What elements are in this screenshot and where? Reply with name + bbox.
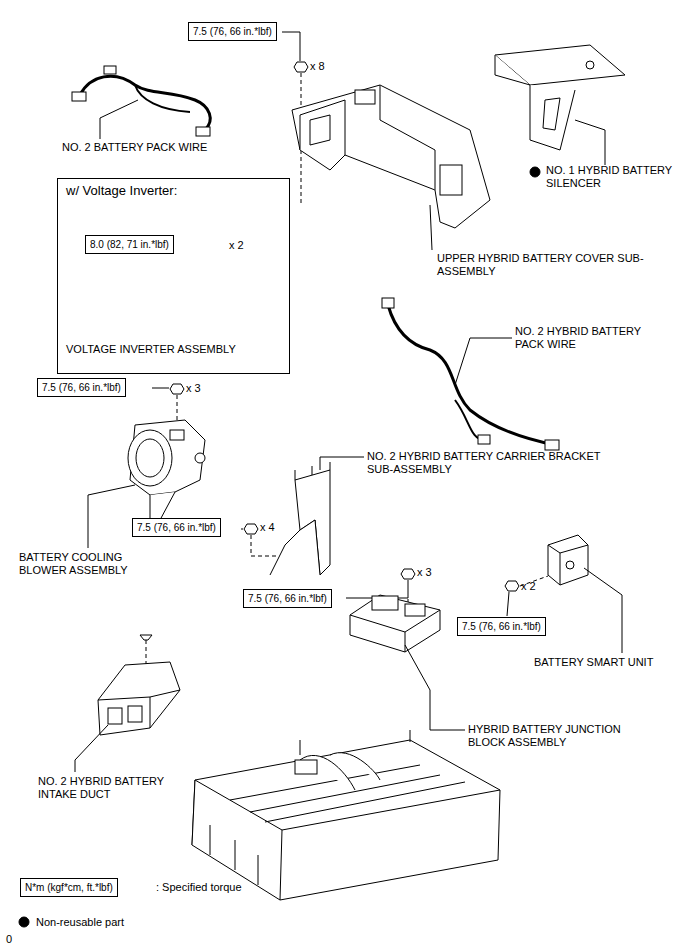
part-name: VOLTAGE INVERTER ASSEMBLY bbox=[66, 343, 236, 356]
legend-text: Non-reusable part bbox=[36, 916, 124, 929]
battery-smart-unit bbox=[548, 535, 588, 585]
figure-id: 0 bbox=[6, 933, 12, 946]
torque-value: N*m (kgf*cm, ft.*lbf) bbox=[25, 881, 113, 894]
part-name: NO. 2 BATTERY PACK WIRE bbox=[62, 141, 207, 154]
cooling-blower bbox=[128, 420, 205, 520]
quantity: x 4 bbox=[260, 521, 275, 534]
torque-value: 8.0 (82, 71 in.*lbf) bbox=[90, 238, 169, 251]
part-name: HYBRID BATTERY JUNCTION BLOCK ASSEMBLY bbox=[468, 723, 653, 749]
torque-box: 7.5 (76, 66 in.*lbf) bbox=[188, 22, 277, 41]
part-name: UPPER HYBRID BATTERY COVER SUB-ASSEMBLY bbox=[437, 252, 649, 278]
junction-block bbox=[350, 595, 440, 652]
battery-pack bbox=[192, 730, 500, 900]
quantity: x 3 bbox=[417, 566, 432, 579]
legend-unit-box: N*m (kgf*cm, ft.*lbf) bbox=[20, 878, 118, 897]
hybrid-battery-pack-wire bbox=[382, 298, 559, 450]
part-name: NO. 1 HYBRID BATTERY SILENCER bbox=[546, 164, 674, 190]
group-heading: w/ Voltage Inverter: bbox=[66, 183, 177, 198]
quantity: x 3 bbox=[186, 382, 201, 395]
quantity: x 8 bbox=[310, 60, 325, 73]
torque-value: 7.5 (76, 66 in.*lbf) bbox=[42, 381, 121, 394]
quantity: x 2 bbox=[521, 580, 536, 593]
torque-box: 7.5 (76, 66 in.*lbf) bbox=[37, 378, 126, 397]
torque-value: 7.5 (76, 66 in.*lbf) bbox=[193, 25, 272, 38]
part-name: NO. 2 HYBRID BATTERY INTAKE DUCT bbox=[38, 775, 188, 801]
torque-box: 7.5 (76, 66 in.*lbf) bbox=[243, 589, 332, 608]
carrier-bracket bbox=[270, 462, 330, 575]
intake-duct bbox=[98, 635, 180, 735]
part-name: NO. 2 HYBRID BATTERY PACK WIRE bbox=[515, 325, 670, 351]
torque-value: 7.5 (76, 66 in.*lbf) bbox=[462, 620, 541, 633]
part-name: BATTERY SMART UNIT bbox=[534, 656, 653, 669]
battery-pack-wire bbox=[72, 66, 210, 136]
legend-text: : Specified torque bbox=[156, 881, 242, 894]
non-reusable-dot bbox=[530, 167, 540, 177]
part-name: NO. 2 HYBRID BATTERY CARRIER BRACKET SUB… bbox=[367, 450, 612, 476]
torque-box: 7.5 (76, 66 in.*lbf) bbox=[132, 518, 221, 537]
upper-battery-cover bbox=[292, 85, 490, 228]
legend-dot bbox=[19, 917, 29, 927]
torque-box: 7.5 (76, 66 in.*lbf) bbox=[457, 617, 546, 636]
torque-box: 8.0 (82, 71 in.*lbf) bbox=[85, 235, 174, 254]
part-name: BATTERY COOLING BLOWER ASSEMBLY bbox=[19, 551, 149, 577]
torque-value: 7.5 (76, 66 in.*lbf) bbox=[137, 521, 216, 534]
torque-value: 7.5 (76, 66 in.*lbf) bbox=[248, 592, 327, 605]
quantity: x 2 bbox=[229, 239, 244, 252]
